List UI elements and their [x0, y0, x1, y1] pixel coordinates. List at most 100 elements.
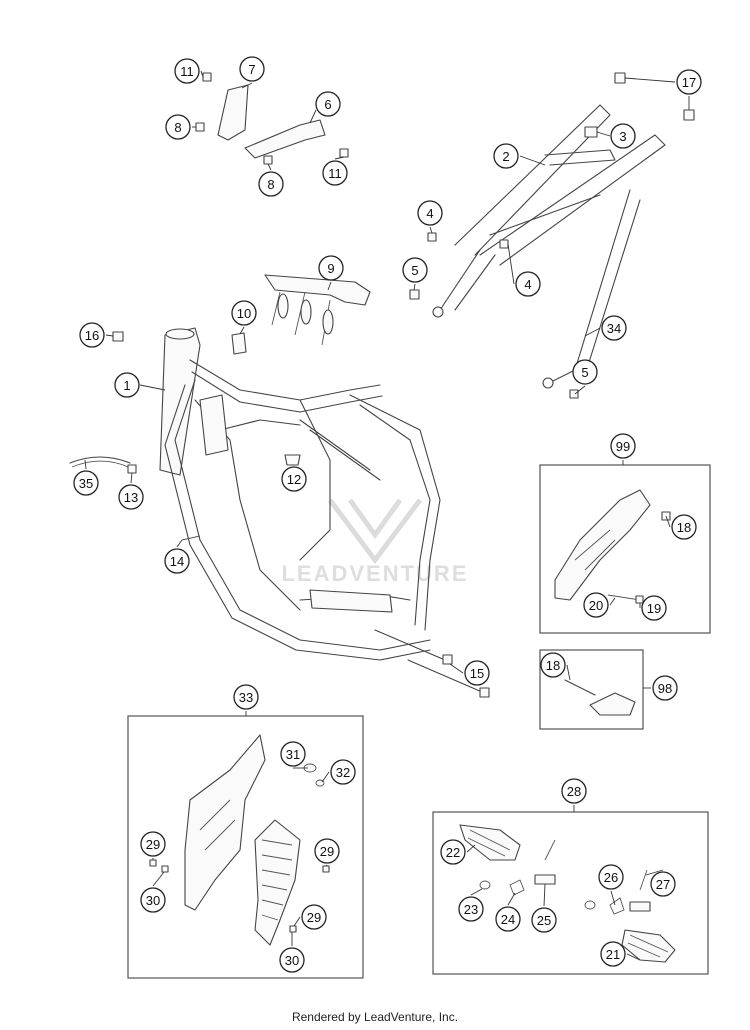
- callout-circle: [231, 300, 257, 326]
- clip-12: [284, 454, 301, 466]
- callout-6: 6: [315, 91, 341, 117]
- callout-circle: [239, 56, 265, 82]
- callout-label: 15: [470, 666, 484, 681]
- callout-label: 16: [85, 328, 99, 343]
- callout-label: 4: [524, 277, 531, 292]
- callout-label: 30: [146, 893, 160, 908]
- callout-label: 26: [604, 870, 618, 885]
- callout-4: 4: [515, 271, 541, 297]
- callout-label: 5: [411, 263, 418, 278]
- bolt-14: [181, 535, 201, 541]
- callout-17: 17: [676, 69, 702, 95]
- leader-lines: [84, 70, 690, 961]
- callout-35: 35: [73, 470, 99, 496]
- callout-26: 26: [598, 864, 624, 890]
- group-box-98: [539, 649, 644, 730]
- bracket-10: [231, 332, 247, 355]
- callout-circle: [314, 838, 340, 864]
- group-box-33: [127, 715, 364, 979]
- callout-29: 29: [301, 904, 327, 930]
- callout-circle: [676, 69, 702, 95]
- nut-17a: [614, 72, 626, 84]
- callout-33: 33: [233, 684, 259, 710]
- callout-circle: [652, 675, 678, 701]
- callout-label: 8: [267, 177, 274, 192]
- callout-30: 30: [140, 887, 166, 913]
- callout-34: 34: [601, 315, 627, 341]
- main-frame: [159, 327, 441, 661]
- callout-circle: [650, 871, 676, 897]
- callout-label: 14: [170, 554, 184, 569]
- callout-circle: [73, 470, 99, 496]
- callout-circle: [114, 372, 140, 398]
- callout-circle: [164, 548, 190, 574]
- sidestand-foot: [564, 679, 636, 716]
- callout-circle: [493, 143, 519, 169]
- callout-24: 24: [495, 906, 521, 932]
- callout-8: 8: [165, 114, 191, 140]
- callout-circle: [318, 255, 344, 281]
- callout-label: 17: [682, 75, 696, 90]
- sidestand: [554, 489, 671, 604]
- callout-label: 24: [501, 912, 515, 927]
- callout-label: 6: [324, 97, 331, 112]
- callout-label: 1: [123, 378, 130, 393]
- callout-19: 19: [641, 595, 667, 621]
- skid-plate: [264, 274, 371, 346]
- callout-label: 10: [237, 306, 251, 321]
- axle-bolts: [374, 629, 490, 698]
- callout-circle: [322, 160, 348, 186]
- callout-14: 14: [164, 548, 190, 574]
- callout-label: 27: [656, 877, 670, 892]
- callout-label: 9: [327, 261, 334, 276]
- callout-label: 8: [174, 120, 181, 135]
- callout-99: 99: [610, 433, 636, 459]
- callout-circle: [165, 114, 191, 140]
- callout-circle: [174, 58, 200, 84]
- callout-98: 98: [652, 675, 678, 701]
- frame-guards: [149, 734, 330, 946]
- callout-group: 1234455678891011111213141516171818192021…: [73, 56, 702, 973]
- callout-12: 12: [281, 466, 307, 492]
- callout-30: 30: [279, 947, 305, 973]
- callout-5: 5: [572, 359, 598, 385]
- callout-label: 35: [79, 476, 93, 491]
- callout-circle: [531, 907, 557, 933]
- callout-circle: [598, 864, 624, 890]
- callout-circle: [279, 947, 305, 973]
- callout-circle: [440, 839, 466, 865]
- callout-circle: [601, 315, 627, 341]
- callout-circle: [610, 433, 636, 459]
- callout-15: 15: [464, 660, 490, 686]
- callout-circle: [280, 741, 306, 767]
- callout-circle: [610, 123, 636, 149]
- callout-11: 11: [174, 58, 200, 84]
- callout-13: 13: [118, 484, 144, 510]
- subframe: [409, 104, 666, 399]
- callout-28: 28: [561, 778, 587, 804]
- callout-label: 11: [328, 166, 342, 181]
- callout-25: 25: [531, 907, 557, 933]
- callout-4: 4: [417, 200, 443, 226]
- callout-32: 32: [330, 759, 356, 785]
- callout-31: 31: [280, 741, 306, 767]
- callout-18: 18: [540, 652, 566, 678]
- callout-label: 28: [567, 784, 581, 799]
- callout-29: 29: [140, 831, 166, 857]
- callout-label: 5: [581, 365, 588, 380]
- group-box-99: [539, 464, 711, 634]
- callout-label: 29: [146, 837, 160, 852]
- callout-1: 1: [114, 372, 140, 398]
- callout-circle: [572, 359, 598, 385]
- callout-5: 5: [402, 257, 428, 283]
- callout-label: 2: [502, 149, 509, 164]
- callout-circle: [671, 514, 697, 540]
- callout-circle: [458, 896, 484, 922]
- watermark: LEADVENTURE: [281, 498, 467, 586]
- callout-label: 20: [589, 598, 603, 613]
- callout-16: 16: [79, 322, 105, 348]
- callout-circle: [417, 200, 443, 226]
- callout-label: 3: [619, 129, 626, 144]
- callout-label: 34: [607, 321, 621, 336]
